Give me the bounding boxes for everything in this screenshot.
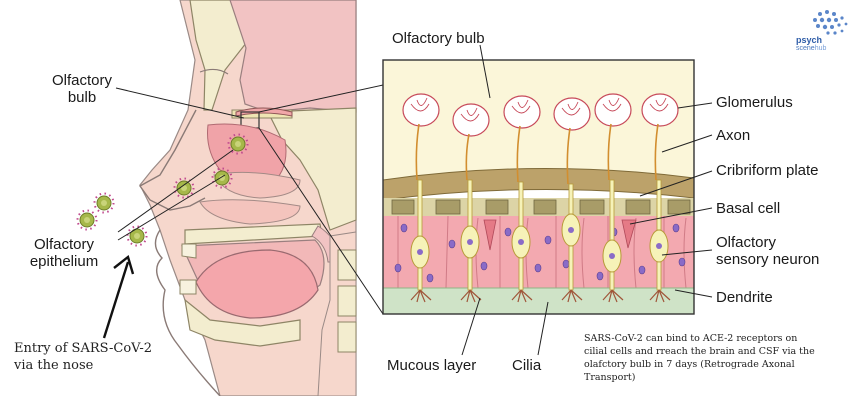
logo-word-psych: psych: [796, 35, 822, 45]
label-dendrite: Dendrite: [716, 289, 773, 306]
label-cilia: Cilia: [512, 357, 541, 374]
psych-scene-hub-logo: psych scenehub: [790, 8, 852, 60]
label-olfactory-epithelium-line2: epithelium: [14, 253, 114, 270]
label-olfactory-epithelium-line1: Olfactory: [14, 236, 114, 253]
note-line2: cilial cells and rreach the brain and CS…: [584, 345, 815, 358]
note-line4: Transport): [584, 371, 815, 384]
note-line3: olafctory bulb in 7 days (Retrograde Axo…: [584, 358, 815, 371]
label-olfactory-bulb-top: Olfactory bulb: [392, 30, 485, 47]
note-line1: SARS-CoV-2 can bind to ACE-2 receptors o…: [584, 332, 815, 345]
label-olfactory-bulb-left: Olfactory bulb: [42, 72, 122, 106]
logo-word-scene: scene: [796, 45, 815, 52]
label-mucous-layer: Mucous layer: [387, 357, 476, 374]
label-olfactory-bulb-left-line1: Olfactory: [42, 72, 122, 89]
label-olfactory-sensory-neuron: Olfactory sensory neuron: [716, 234, 819, 268]
label-axon: Axon: [716, 127, 750, 144]
label-osn-line1: Olfactory: [716, 234, 819, 251]
label-olfactory-epithelium: Olfactory epithelium: [14, 236, 114, 270]
label-entry-line1: Entry of SARS-CoV-2: [14, 340, 152, 357]
label-basal-cell: Basal cell: [716, 200, 780, 217]
virus-icon: [95, 194, 114, 213]
head-cross-section: [140, 0, 356, 396]
virus-icon: [78, 211, 97, 230]
logo-word-hub: hub: [815, 45, 827, 52]
label-cribriform-plate: Cribriform plate: [716, 162, 819, 179]
label-entry-line2: via the nose: [14, 357, 152, 374]
zoom-panel: [383, 60, 694, 314]
label-entry: Entry of SARS-CoV-2 via the nose: [14, 340, 152, 374]
label-glomerulus: Glomerulus: [716, 94, 793, 111]
note-text: SARS-CoV-2 can bind to ACE-2 receptors o…: [584, 332, 815, 384]
virus-icon: [128, 227, 147, 246]
label-osn-line2: sensory neuron: [716, 251, 819, 268]
label-olfactory-bulb-left-line2: bulb: [42, 89, 122, 106]
